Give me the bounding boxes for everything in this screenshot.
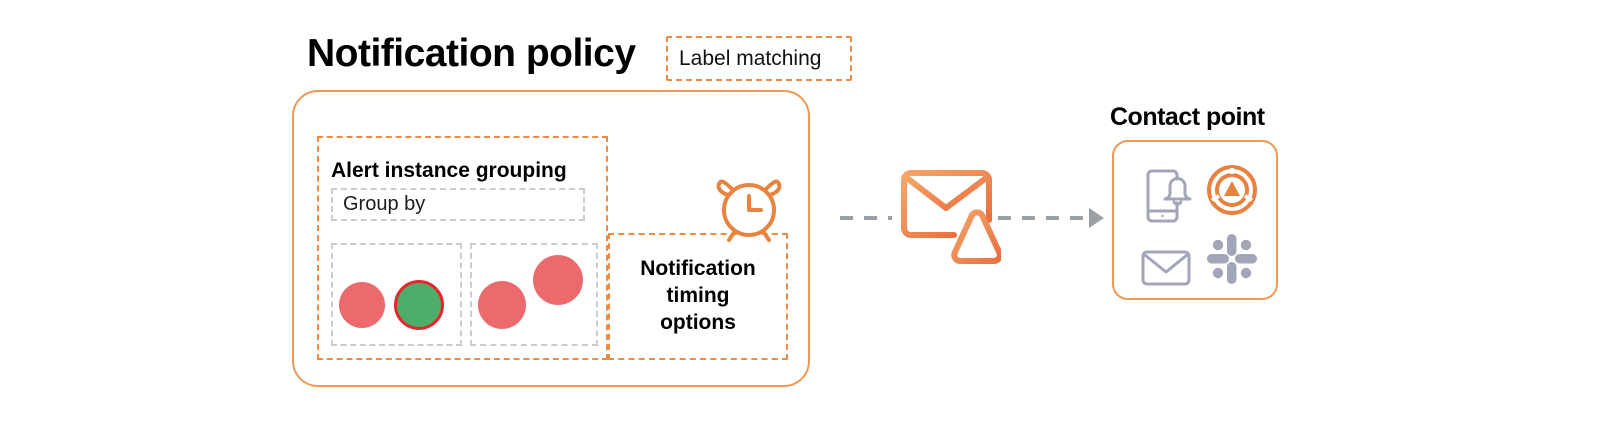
grafana-icon [1206, 164, 1258, 221]
instance-group-2 [470, 243, 598, 346]
group-by-value: Group by [343, 193, 426, 215]
alert-instance-dot-resolved [394, 280, 444, 330]
label-matching-chip: Label matching [666, 36, 852, 81]
notification-timing-options-label: Notification timing options [615, 255, 781, 336]
mail-alert-icon [897, 163, 1003, 274]
flow-connector-arrow [812, 205, 1107, 236]
alarm-clock-icon [708, 168, 790, 251]
timing-line-3: options [660, 311, 736, 334]
label-matching-text: Label matching [679, 46, 822, 70]
contact-point-title: Contact point [1110, 103, 1265, 131]
notification-timing-options-box [608, 233, 788, 360]
phone-bell-icon [1140, 167, 1192, 232]
group-by-input[interactable]: Group by [331, 188, 585, 221]
instance-group-1 [331, 243, 462, 346]
timing-line-1: Notification [640, 257, 756, 280]
slack-icon [1206, 233, 1258, 290]
alert-instance-grouping-heading: Alert instance grouping [331, 159, 567, 182]
alert-instance-dot [339, 282, 385, 328]
page-title: Notification policy [307, 32, 636, 75]
alert-instance-dot [478, 281, 526, 329]
alert-instance-dot [533, 255, 583, 305]
envelope-icon [1140, 245, 1192, 294]
timing-line-2: timing [666, 284, 730, 307]
alert-instance-grouping-box [317, 136, 608, 360]
